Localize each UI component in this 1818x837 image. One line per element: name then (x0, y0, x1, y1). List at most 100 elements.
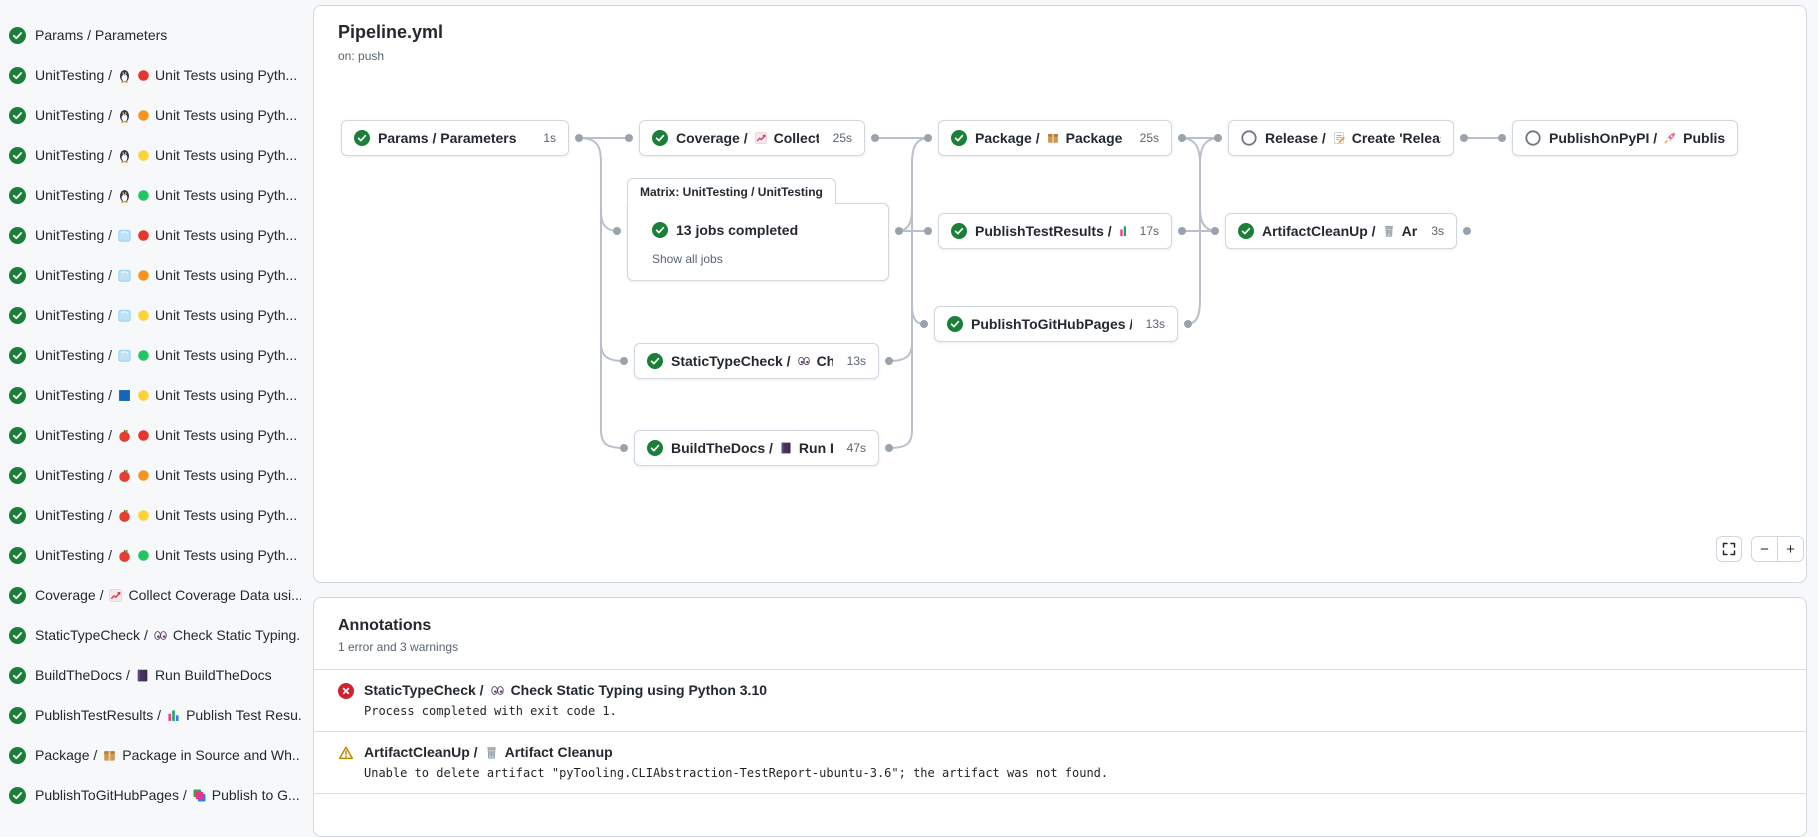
dot-green-icon (137, 189, 150, 202)
graph-node-coverage[interactable]: Coverage /Collect Cove...25s (639, 120, 865, 156)
node-label: Package /Package in So... (975, 130, 1126, 146)
job-status-icon (9, 266, 26, 284)
zoom-out-button[interactable]: − (1760, 540, 1769, 558)
sidebar-job-item[interactable]: Coverage /Collect Coverage Data usi... (9, 575, 301, 615)
sidebar-job-item[interactable]: UnitTesting /Unit Tests using Pyth... (9, 135, 301, 175)
sidebar-job-item[interactable]: StaticTypeCheck /Check Static Typing... (9, 615, 301, 655)
dot-yellow-icon (137, 149, 150, 162)
sidebar-job-item[interactable]: UnitTesting /Unit Tests using Pyth... (9, 415, 301, 455)
sidebar-job-label: PublishToGitHubPages /Publish to G... (35, 787, 300, 803)
ice-cube-icon (117, 348, 132, 363)
matrix-group-card[interactable]: 13 jobs completed Show all jobs (627, 203, 889, 281)
sidebar-job-item[interactable]: UnitTesting /Unit Tests using Pyth... (9, 215, 301, 255)
sidebar-job-label: UnitTesting /Unit Tests using Pyth... (35, 267, 298, 283)
sidebar-job-item[interactable]: PublishTestResults /Publish Test Resu... (9, 695, 301, 735)
job-status-icon (9, 546, 26, 564)
node-status-icon (947, 316, 963, 332)
sidebar-job-item[interactable]: UnitTesting /Unit Tests using Pyth... (9, 335, 301, 375)
sidebar-job-item[interactable]: BuildTheDocs /Run BuildTheDocs (9, 655, 301, 695)
graph-node-static-type-check[interactable]: StaticTypeCheck /Chec...13s (634, 343, 879, 379)
sidebar-job-item[interactable]: UnitTesting /Unit Tests using Pyth... (9, 95, 301, 135)
node-label: PublishOnPyPI /Publish to ... (1549, 130, 1725, 146)
dot-yellow-icon (137, 509, 150, 522)
apple-icon (117, 508, 132, 523)
sidebar-job-label: Params / Parameters (35, 27, 168, 43)
sidebar-job-item[interactable]: UnitTesting /Unit Tests using Pyth... (9, 255, 301, 295)
node-label: Params / Parameters (378, 130, 517, 146)
dot-red-icon (137, 429, 150, 442)
sidebar-job-item[interactable]: UnitTesting /Unit Tests using Pyth... (9, 375, 301, 415)
sidebar-job-item[interactable]: UnitTesting /Unit Tests using Pyth... (9, 55, 301, 95)
sidebar-job-label: UnitTesting /Unit Tests using Pyth... (35, 107, 298, 123)
sidebar-job-label: UnitTesting /Unit Tests using Pyth... (35, 307, 298, 323)
sidebar-job-item[interactable]: UnitTesting /Unit Tests using Pyth... (9, 455, 301, 495)
sidebar-job-item[interactable]: Params / Parameters (9, 15, 301, 55)
penguin-icon (117, 188, 132, 203)
error-icon (338, 683, 354, 699)
graph-node-artifact-cleanup[interactable]: ArtifactCleanUp /Artifac...3s (1225, 213, 1457, 249)
notebook-icon (779, 441, 793, 455)
dot-orange-icon (137, 109, 150, 122)
annotation-title[interactable]: ArtifactCleanUp /Artifact Cleanup (364, 743, 613, 760)
sidebar-job-item[interactable]: UnitTesting /Unit Tests using Pyth... (9, 295, 301, 335)
graph-node-release[interactable]: Release /Create 'Release P... (1228, 120, 1454, 156)
wastebasket-icon (484, 745, 499, 760)
node-label: Coverage /Collect Cove... (676, 130, 819, 146)
matrix-group-tab[interactable]: Matrix: UnitTesting / UnitTesting (627, 178, 836, 204)
annotations-header: Annotations 1 error and 3 warnings (314, 598, 1806, 669)
job-status-icon (9, 666, 26, 684)
workflow-file-title: Pipeline.yml (338, 22, 444, 42)
penguin-icon (117, 68, 132, 83)
graph-node-build-the-docs[interactable]: BuildTheDocs /Run Buil...47s (634, 430, 879, 466)
graph-node-publish-to-github-pages[interactable]: PublishToGitHubPages /...13s (934, 306, 1178, 342)
sidebar-job-label: BuildTheDocs /Run BuildTheDocs (35, 667, 272, 683)
penguin-icon (117, 108, 132, 123)
graph-node-publish-test-results[interactable]: PublishTestResults /Pu...17s (938, 213, 1172, 249)
job-status-icon (9, 426, 26, 444)
matrix-status-icon (652, 222, 668, 238)
annotation-title[interactable]: StaticTypeCheck /Check Static Typing usi… (364, 681, 768, 698)
sidebar-job-item[interactable]: Package /Package in Source and Wh... (9, 735, 301, 775)
sidebar-job-label: PublishTestResults /Publish Test Resu... (35, 707, 301, 723)
sidebar-job-item[interactable]: UnitTesting /Unit Tests using Pyth... (9, 175, 301, 215)
memo-icon (1332, 131, 1346, 145)
sidebar-job-item[interactable]: UnitTesting /Unit Tests using Pyth... (9, 495, 301, 535)
sidebar-job-label: UnitTesting /Unit Tests using Pyth... (35, 507, 298, 523)
node-duration: 1s (543, 131, 556, 145)
graph-node-package[interactable]: Package /Package in So... 25s (938, 120, 1172, 156)
node-duration: 13s (1145, 317, 1165, 331)
zoom-in-button[interactable]: + (1777, 537, 1803, 561)
annotation-detail: Unable to delete artifact "pyTooling.CLI… (364, 766, 1109, 780)
penguin-icon (117, 148, 132, 163)
graph-header: Pipeline.yml on: push (338, 22, 443, 63)
graph-node-params[interactable]: Params / Parameters 1s (341, 120, 569, 156)
node-duration: 25s (1139, 131, 1159, 145)
eyes-icon (490, 683, 505, 698)
rocket-icon (1663, 131, 1677, 145)
node-label: Release /Create 'Release P... (1265, 130, 1441, 146)
node-status-icon (652, 130, 668, 146)
graph-node-publish-on-pypi[interactable]: PublishOnPyPI /Publish to ... (1512, 120, 1738, 156)
job-status-icon (9, 186, 26, 204)
job-status-icon (9, 586, 26, 604)
sidebar-job-item[interactable]: PublishToGitHubPages /Publish to G... (9, 775, 301, 815)
check-circle-icon (652, 222, 668, 238)
books-icon (192, 788, 207, 803)
sidebar-job-item[interactable]: UnitTesting /Unit Tests using Pyth... (9, 535, 301, 575)
package-icon (102, 748, 117, 763)
fullscreen-icon (1721, 541, 1737, 557)
apple-icon (117, 468, 132, 483)
ice-cube-icon (117, 268, 132, 283)
node-duration: 3s (1431, 224, 1444, 238)
dot-yellow-icon (137, 309, 150, 322)
matrix-summary-label: 13 jobs completed (676, 222, 799, 238)
annotation-row-error: StaticTypeCheck /Check Static Typing usi… (314, 669, 1806, 731)
apple-icon (117, 428, 132, 443)
fullscreen-button[interactable] (1716, 536, 1742, 562)
show-all-jobs-link[interactable]: Show all jobs (652, 252, 723, 266)
workflow-graph-panel: Pipeline.yml on: push (313, 5, 1807, 583)
sidebar-job-label: Package /Package in Source and Wh... (35, 747, 301, 763)
job-status-icon (9, 26, 26, 44)
